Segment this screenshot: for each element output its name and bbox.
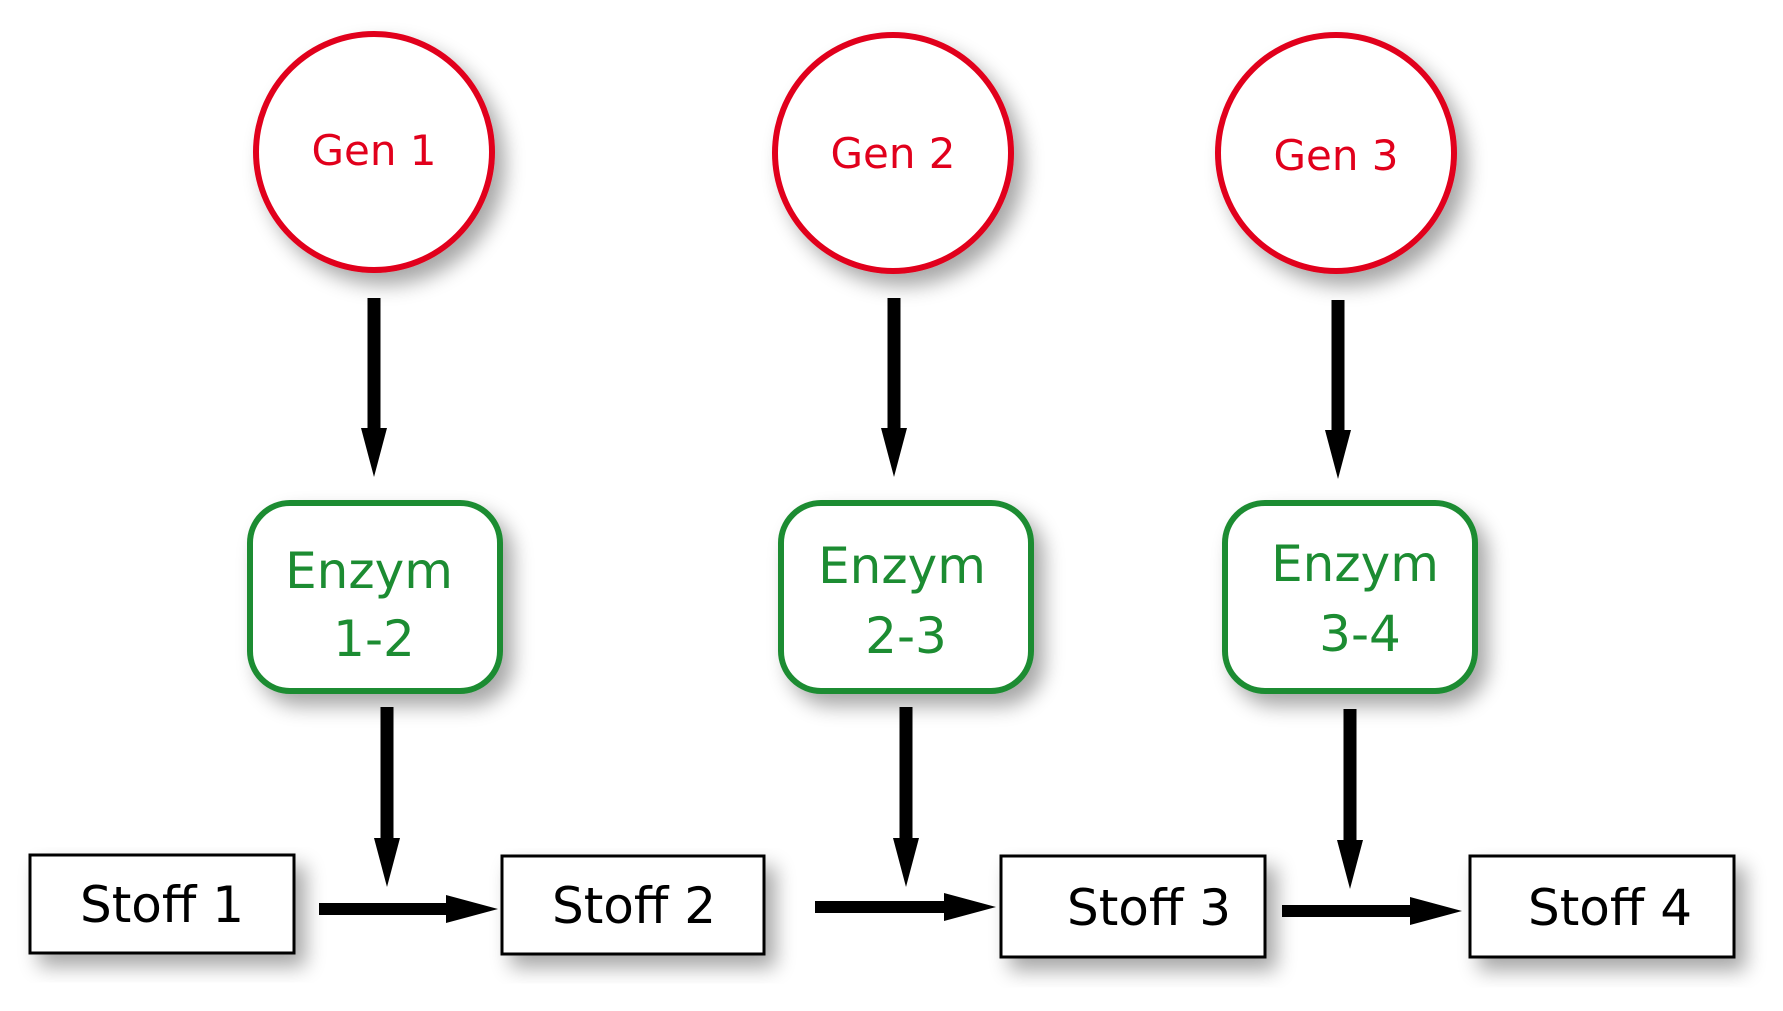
enzyme-3-4-node: Enzym 3-4 (1222, 500, 1478, 694)
gene-1-label: Gen 1 (311, 126, 436, 175)
gene-1-to-enzyme-arrow (361, 298, 387, 477)
substance-2-to-3-arrow (815, 893, 996, 921)
enzyme-1-2-code: 1-2 (333, 610, 415, 668)
gene-2-circle (772, 32, 1014, 274)
enzyme-2-3-name: Enzym (818, 537, 986, 595)
substance-1-to-2-arrow (319, 895, 498, 923)
enzyme-2-3-node: Enzym 2-3 (778, 500, 1034, 694)
substance-1-node: Stoff 1 (28, 853, 296, 955)
gene-3-node: Gen 3 (1215, 32, 1457, 274)
enzyme-3-4-box (1222, 500, 1478, 694)
substance-4-box (1468, 854, 1736, 959)
enzyme-3-4-to-reaction-arrow (1337, 709, 1363, 889)
enzyme-2-3-code: 2-3 (865, 607, 947, 665)
gene-2-node: Gen 2 (772, 32, 1014, 274)
enzyme-3-4-code: 3-4 (1319, 605, 1401, 663)
enzyme-1-2-to-reaction-arrow (374, 707, 400, 887)
gene-3-label: Gen 3 (1273, 131, 1398, 180)
gene-3-circle (1215, 32, 1457, 274)
substance-1-label: Stoff 1 (80, 876, 244, 934)
substance-3-to-4-arrow (1282, 897, 1462, 925)
substance-2-node: Stoff 2 (500, 854, 766, 956)
enzyme-2-3-to-reaction-arrow (893, 707, 919, 887)
gene-1-node: Gen 1 (253, 31, 495, 273)
substance-4-node: Stoff 4 (1468, 854, 1736, 959)
substance-3-box (999, 854, 1267, 959)
substance-2-box (500, 854, 766, 956)
substance-3-label: Stoff 3 (1067, 879, 1231, 937)
gene-2-to-enzyme-arrow (881, 298, 907, 477)
substance-1-box (28, 853, 296, 955)
gene-2-label: Gen 2 (830, 129, 955, 178)
enzyme-1-2-box (247, 500, 503, 694)
enzyme-1-2-node: Enzym 1-2 (247, 500, 503, 694)
enzyme-1-2-name: Enzym (285, 542, 453, 600)
enzyme-2-3-box (778, 500, 1034, 694)
substance-3-node: Stoff 3 (999, 854, 1267, 959)
gene-3-to-enzyme-arrow (1325, 300, 1351, 479)
substance-4-label: Stoff 4 (1528, 879, 1692, 937)
gene-1-circle (253, 31, 495, 273)
enzyme-3-4-name: Enzym (1271, 535, 1439, 593)
substance-2-label: Stoff 2 (552, 877, 716, 935)
